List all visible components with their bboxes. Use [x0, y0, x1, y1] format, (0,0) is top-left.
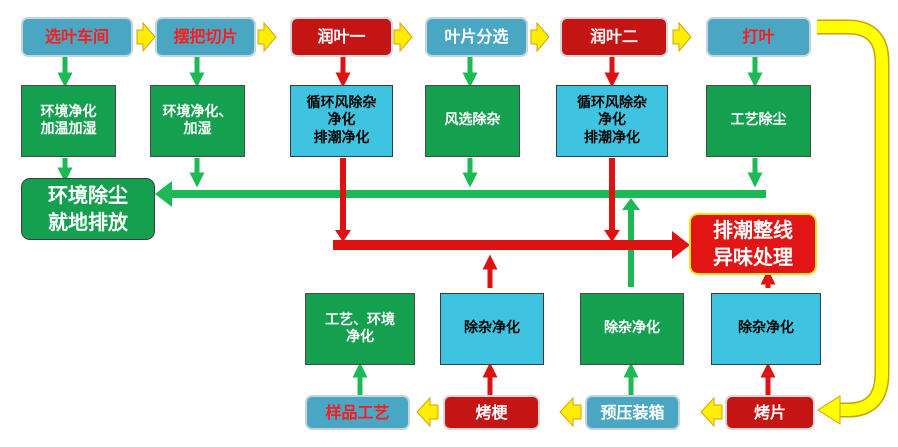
stage-bake-stems: 烤梗 — [443, 395, 540, 430]
flow-arrow-2 — [257, 21, 277, 53]
bottom-up-arrows — [352, 362, 776, 395]
treatment-wind-sort: 风选除杂 — [425, 85, 520, 157]
dust-collection-line — [155, 181, 766, 207]
stage-moistening-1: 润叶一 — [290, 17, 393, 57]
output-dust-discharge: 环境除尘 就地排放 — [21, 178, 155, 240]
stage-threshing: 打叶 — [706, 17, 811, 57]
output-odor-treatment: 排潮整线 异味处理 — [689, 213, 817, 275]
red-down-arrows — [335, 57, 620, 88]
red-up-arrows — [482, 254, 776, 288]
stage-leaf-selection: 选叶车间 — [21, 17, 133, 57]
uturn-arrow — [817, 19, 890, 425]
bottom-purification-3: 除杂净化 — [711, 293, 821, 365]
treatment-process-dust: 工艺除尘 — [706, 85, 811, 157]
bottom-env-purification: 工艺、环境 净化 — [305, 293, 415, 365]
flow-arrow-8 — [416, 396, 439, 428]
exhaust-drop-lines — [340, 158, 615, 232]
flow-arrow-6 — [700, 396, 723, 428]
flow-arrow-4 — [530, 21, 550, 53]
stage-moistening-2: 润叶二 — [560, 17, 668, 57]
flow-arrow-3 — [393, 21, 413, 53]
flow-arrow-7 — [559, 396, 582, 428]
treatment-env-humid: 环境净化、 加湿 — [150, 85, 245, 157]
treatment-env-heat-humid: 环境净化 加温加湿 — [21, 85, 116, 157]
stage-cutting: 摆把切片 — [155, 17, 256, 57]
treatment-recirc-exhaust-2: 循环风除杂 净化 排潮净化 — [556, 85, 668, 157]
stage-leaf-sorting: 叶片分选 — [425, 17, 528, 57]
bottom-flow-arrows — [416, 396, 723, 428]
flow-arrow-1 — [136, 21, 156, 53]
stage-bake-strips: 烤片 — [725, 395, 815, 430]
flow-arrow-5 — [672, 21, 692, 53]
bottom-purification-1: 除杂净化 — [440, 293, 544, 365]
bottom-purification-2: 除杂净化 — [580, 293, 684, 365]
stage-prepress-pack: 预压装箱 — [585, 395, 680, 430]
green-down-arrows — [57, 57, 763, 188]
treatment-recirc-exhaust-1: 循环风除杂 净化 排潮净化 — [290, 85, 393, 157]
stage-sample-process: 样品工艺 — [305, 395, 410, 430]
exhaust-line — [333, 231, 690, 259]
top-flow-arrows — [136, 21, 692, 53]
